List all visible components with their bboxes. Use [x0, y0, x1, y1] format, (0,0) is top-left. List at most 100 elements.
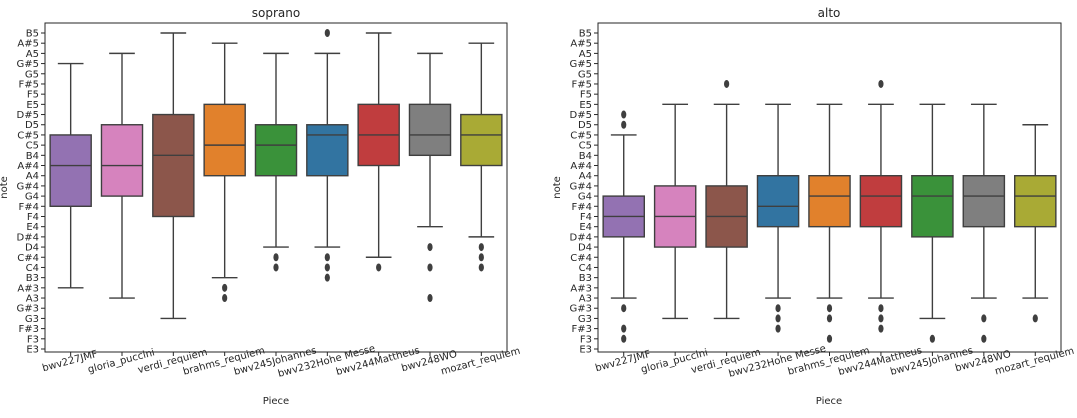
y-tick-label: C4 [26, 263, 39, 274]
y-tick-label: F#3 [572, 324, 593, 335]
outlier-point [478, 263, 484, 272]
iqr-box [203, 103, 246, 177]
outlier-point [324, 29, 330, 37]
outlier-point [427, 294, 433, 303]
box-bwv244Mattheus [357, 32, 400, 272]
outlier-point [621, 110, 627, 119]
y-tick-label: A#4 [570, 161, 592, 172]
box-bwv245Johannes [254, 52, 298, 272]
outlier-point [427, 243, 433, 252]
y-tick-label: F#4 [19, 202, 40, 213]
y-tick-label: G4 [25, 192, 39, 203]
y-tick-label: A#5 [570, 39, 592, 50]
outlier-point [724, 79, 730, 88]
y-tick-label: E4 [26, 222, 39, 233]
iqr-box [254, 124, 298, 177]
iqr-box [859, 175, 903, 228]
box-bwv232Hohe Messe [306, 29, 349, 282]
iqr-box [756, 175, 800, 228]
iqr-box [1014, 175, 1057, 228]
y-tick-label: D4 [25, 243, 39, 254]
iqr-box [911, 175, 954, 238]
outlier-point [273, 263, 279, 272]
x-axis-label: Piece [816, 396, 842, 407]
outlier-point [1032, 314, 1038, 323]
y-tick-label: F4 [580, 212, 592, 223]
y-tick-label: A3 [26, 294, 39, 305]
iqr-box [408, 103, 452, 157]
y-tick-label: G#5 [570, 59, 593, 70]
y-tick-label: B3 [26, 273, 39, 284]
outlier-point [621, 120, 627, 129]
iqr-box [100, 124, 144, 197]
y-tick-label: A#4 [17, 161, 39, 172]
box-bwv248WO [408, 52, 452, 303]
y-tick-label: C#5 [570, 130, 592, 141]
box-bwv227JMF [49, 62, 92, 289]
box-gloria_puccini [653, 103, 697, 320]
y-tick-label: A5 [579, 49, 592, 60]
box-brahms_requiem [203, 42, 246, 303]
outlier-point [427, 263, 433, 272]
outlier-point [826, 304, 833, 313]
box-mozart_requiem [460, 42, 503, 272]
y-tick-label: A4 [26, 171, 39, 182]
y-tick-label: B3 [579, 273, 592, 284]
y-tick-label: A#5 [17, 39, 39, 50]
outlier-point [621, 324, 627, 333]
outlier-point [775, 324, 781, 333]
y-tick-label: G#4 [17, 181, 40, 192]
y-tick-label: G#3 [570, 304, 593, 315]
outlier-point [222, 283, 228, 292]
outlier-point [826, 334, 833, 343]
y-tick-label: C#4 [570, 253, 592, 264]
y-tick-label: F#5 [19, 79, 40, 90]
iqr-box [808, 175, 851, 228]
box-verdi_requiem [152, 32, 195, 320]
y-tick-label: A#3 [570, 283, 592, 294]
y-tick-label: G3 [578, 314, 592, 325]
outlier-point [478, 253, 484, 262]
outlier-point [878, 324, 884, 333]
y-tick-label: G#3 [17, 304, 40, 315]
y-tick-label: E5 [579, 100, 592, 111]
y-tick-label: B5 [26, 29, 39, 40]
y-tick-label: F3 [27, 334, 39, 345]
iqr-box [49, 134, 92, 207]
y-tick-label: D4 [578, 243, 592, 254]
y-axis-label: note [552, 176, 563, 199]
outlier-point [478, 243, 484, 252]
x-axis-label: Piece [263, 396, 289, 407]
y-tick-label: B5 [579, 29, 592, 40]
y-tick-label: G5 [578, 69, 592, 80]
y-tick-label: E3 [579, 345, 592, 356]
outlier-point [981, 314, 987, 323]
iqr-box [460, 113, 503, 167]
iqr-box [306, 124, 349, 177]
y-tick-label: D#5 [570, 110, 592, 121]
y-tick-label: G3 [25, 314, 39, 325]
y-tick-label: B4 [579, 151, 592, 162]
outlier-point [222, 294, 228, 303]
y-tick-label: D#5 [17, 110, 39, 121]
y-tick-label: F#5 [572, 79, 593, 90]
y-tick-label: F#4 [572, 202, 593, 213]
iqr-box [152, 113, 195, 218]
y-axis-label: note [0, 176, 10, 199]
y-tick-label: F5 [27, 90, 39, 101]
y-tick-label: D5 [25, 120, 39, 131]
y-tick-label: C5 [26, 141, 39, 152]
y-tick-label: A5 [26, 49, 39, 60]
y-tick-label: C#4 [17, 253, 39, 264]
y-tick-label: A#3 [17, 283, 39, 294]
y-tick-label: C#5 [17, 130, 39, 141]
plot-frame [44, 22, 508, 353]
chart-title: alto [818, 6, 841, 20]
y-tick-label: F3 [580, 334, 592, 345]
outlier-point [324, 253, 330, 262]
y-tick-label: D5 [578, 120, 592, 131]
y-tick-label: D#4 [17, 232, 39, 243]
y-tick-label: G4 [578, 192, 592, 203]
y-tick-label: G#4 [570, 181, 593, 192]
outlier-point [621, 304, 627, 313]
